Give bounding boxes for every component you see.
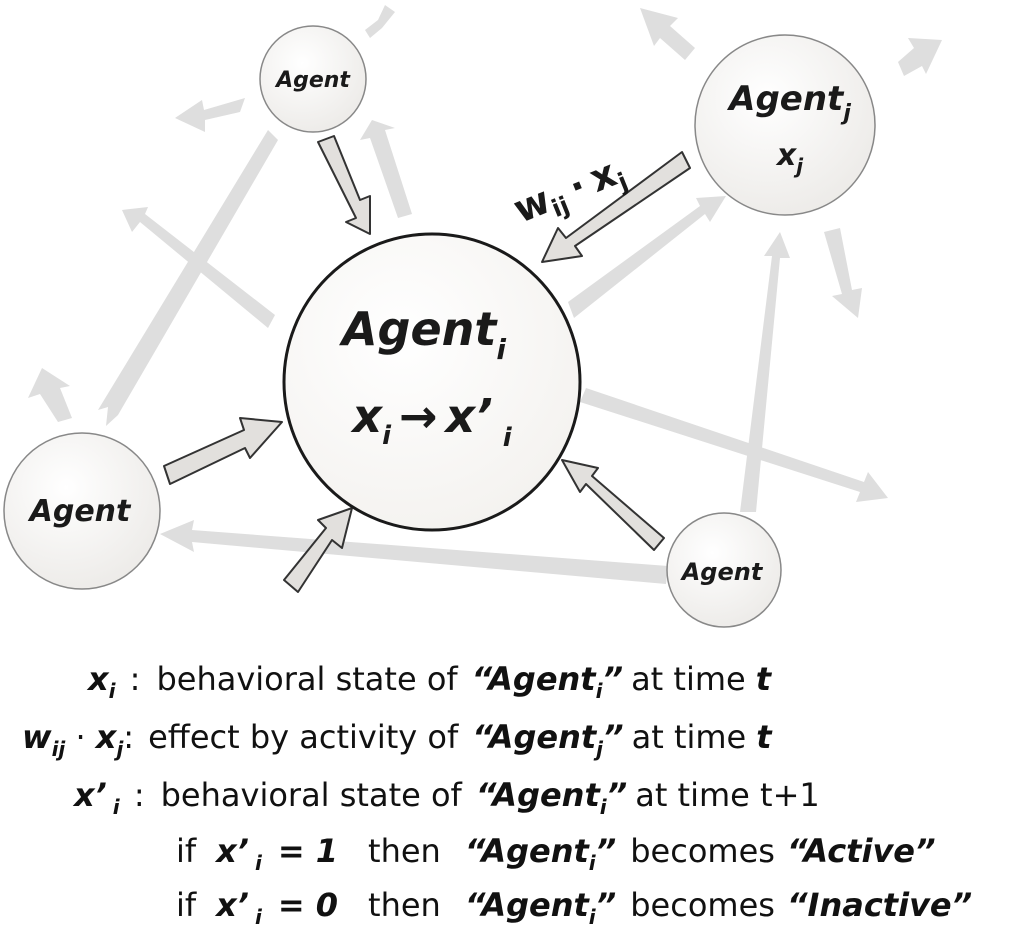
bg-arrow bbox=[740, 232, 790, 512]
bg-arrow bbox=[580, 388, 888, 502]
node-agent-top: Agent bbox=[259, 25, 367, 133]
bg-arrow bbox=[175, 98, 245, 132]
svg-text:xj: xj bbox=[775, 138, 804, 178]
svg-text:xi→x’i: xi→x’i bbox=[350, 389, 512, 453]
agent-top-label: Agent bbox=[274, 68, 351, 93]
bg-arrow bbox=[160, 520, 668, 584]
bg-arrow bbox=[824, 228, 862, 318]
agent-i-to-sub: i bbox=[503, 423, 513, 453]
bg-arrow bbox=[28, 368, 72, 422]
agent-i-from-sub: i bbox=[382, 421, 392, 451]
bg-arrow bbox=[898, 38, 942, 76]
agent-i-sub: i bbox=[496, 333, 506, 366]
legend-line-3: x’i :behavioral state of“Agenti”at time … bbox=[72, 776, 820, 819]
node-agent-i: Agenti xi→x’i bbox=[282, 232, 582, 532]
svg-text:Agenti: Agenti bbox=[339, 302, 506, 366]
edge-w: w bbox=[507, 178, 556, 232]
agent-i-to: x’ bbox=[444, 389, 493, 443]
svg-text:Agentj: Agentj bbox=[726, 79, 851, 126]
agent-j-value: x bbox=[775, 138, 798, 173]
agent-i-from: x bbox=[350, 389, 383, 443]
agent-bottom-right-label: Agent bbox=[680, 558, 764, 586]
bg-arrow bbox=[360, 120, 412, 218]
svg-text:wij·xj: wij·xj bbox=[507, 148, 632, 236]
bg-arrow bbox=[122, 207, 275, 328]
arrow-bottomright-to-center bbox=[561, 459, 665, 551]
legend-line-2: wij · xj:effect by activity of“Agentj”at… bbox=[22, 718, 773, 761]
agent-i-transition-arrow: → bbox=[399, 389, 438, 443]
agent-i-label: Agent bbox=[339, 302, 498, 356]
background-arrows bbox=[28, 5, 942, 584]
agent-j-sub: j bbox=[840, 101, 851, 126]
node-agent-bottom-right: Agent bbox=[666, 512, 782, 628]
arrow-left-to-center bbox=[163, 417, 283, 485]
edge-weight-label: wij·xj bbox=[507, 148, 632, 236]
bg-arrow bbox=[365, 5, 395, 38]
node-agent-j: Agentj xj bbox=[694, 34, 876, 216]
agent-left-label: Agent bbox=[28, 494, 132, 529]
arrow-top-to-center bbox=[317, 135, 371, 235]
agent-j-value-sub: j bbox=[793, 154, 804, 178]
arrow-bottom-to-center bbox=[283, 507, 353, 593]
bg-arrow bbox=[640, 8, 695, 60]
incoming-arrows bbox=[163, 135, 691, 593]
node-agent-left: Agent bbox=[3, 432, 161, 590]
bg-arrow bbox=[568, 196, 726, 318]
agent-j-label: Agent bbox=[726, 79, 845, 119]
arrow-j-to-center bbox=[541, 151, 691, 263]
bg-arrow bbox=[98, 130, 278, 426]
